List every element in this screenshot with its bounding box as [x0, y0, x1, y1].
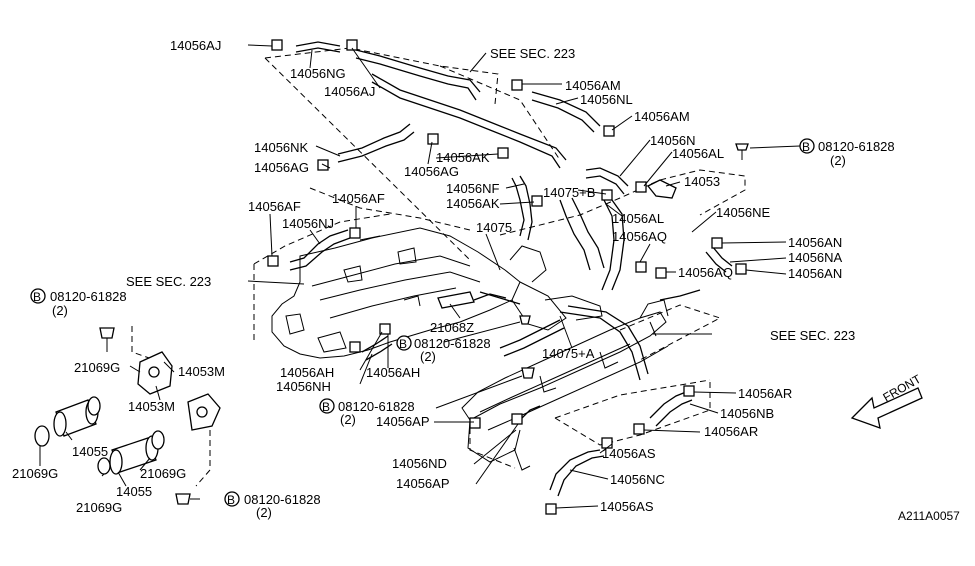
part-label: 14056NB — [720, 406, 774, 421]
part-label: 14053 — [684, 174, 720, 189]
bolt-part-label: 08120-61828 — [244, 492, 321, 507]
part-label: 14056NE — [716, 205, 771, 220]
part-label: 14056AG — [404, 164, 459, 179]
part-label: 14075+B — [543, 185, 595, 200]
bolt-part-label: 08120-61828 — [818, 139, 895, 154]
part-label: 14056NL — [580, 92, 633, 107]
circled-b-icon: B — [227, 493, 235, 507]
engine-block — [271, 227, 669, 471]
part-label: 14056AM — [634, 109, 690, 124]
part-labels: 14056AJ 14056NG 14056AJ SEE SEC. 223 140… — [12, 38, 960, 523]
part-label: 14056AG — [254, 160, 309, 175]
part-label: 14075+A — [542, 346, 595, 361]
part-label: 21069G — [140, 466, 186, 481]
bolt-part-label: 08120-61828 — [50, 289, 127, 304]
see-section-label: SEE SEC. 223 — [770, 328, 855, 343]
part-label: 14053M — [128, 399, 175, 414]
part-label: 14056AK — [446, 196, 500, 211]
part-label: 14056AP — [376, 414, 430, 429]
front-arrow-icon: FRONT — [850, 371, 924, 429]
hoses — [289, 41, 733, 497]
circled-b-icon: B — [399, 337, 407, 351]
part-label: 14056NC — [610, 472, 665, 487]
see-section-label: SEE SEC. 223 — [490, 46, 575, 61]
part-label: 14056AF — [248, 199, 301, 214]
part-label: 14056AQ — [612, 229, 667, 244]
part-label: 14056AJ — [170, 38, 221, 53]
part-label: 14056AL — [612, 211, 664, 226]
part-label: 14056AH — [366, 365, 420, 380]
part-label: 14053M — [178, 364, 225, 379]
part-label: 14056AS — [602, 446, 656, 461]
part-label: 14056AJ — [324, 84, 375, 99]
part-label: 14056AM — [565, 78, 621, 93]
part-label: 14056NF — [446, 181, 500, 196]
part-label: 14056AQ — [678, 265, 733, 280]
part-label: 14056NJ — [282, 216, 334, 231]
part-label: 14056NG — [290, 66, 346, 81]
part-label: 14055 — [72, 444, 108, 459]
circled-b-icon: B — [802, 140, 810, 154]
quantity-label: (2) — [830, 153, 846, 168]
dashed-frames — [131, 47, 746, 487]
part-label: 14056AH — [280, 365, 334, 380]
part-label: 14056AN — [788, 235, 842, 250]
leader-lines — [39, 44, 801, 509]
part-label: 21069G — [76, 500, 122, 515]
part-label: 14056NA — [788, 250, 843, 265]
part-label: 14056ND — [392, 456, 447, 471]
quantity-label: (2) — [420, 349, 436, 364]
part-label: 21068Z — [430, 320, 474, 335]
bolt-part-label: 08120-61828 — [414, 336, 491, 351]
circled-b-icon: B — [33, 290, 41, 304]
part-label: 14056AP — [396, 476, 450, 491]
quantity-label: (2) — [256, 505, 272, 520]
circled-b-icon: B — [322, 400, 330, 414]
left-inset-parts — [34, 351, 221, 475]
circled-b-markers: B B B B B — [30, 138, 815, 507]
bolt-part-label: 08120-61828 — [338, 399, 415, 414]
part-label: 14075 — [476, 220, 512, 235]
see-section-label: SEE SEC. 223 — [126, 274, 211, 289]
part-label: 14056AK — [436, 150, 490, 165]
part-label: 14056AL — [672, 146, 724, 161]
part-label: 14056AF — [332, 191, 385, 206]
part-label: 14056NH — [276, 379, 331, 394]
diagram-code: A211A0057 — [898, 509, 960, 523]
part-label: 14056AR — [738, 386, 792, 401]
part-label: 21069G — [74, 360, 120, 375]
part-label: 21069G — [12, 466, 58, 481]
quantity-label: (2) — [340, 412, 356, 427]
part-label: 14056AN — [788, 266, 842, 281]
part-label: 14056AS — [600, 499, 654, 514]
part-label: 14055 — [116, 484, 152, 499]
part-label: 14056NK — [254, 140, 309, 155]
part-label: 14056N — [650, 133, 696, 148]
part-label: 14056AR — [704, 424, 758, 439]
quantity-label: (2) — [52, 303, 68, 318]
